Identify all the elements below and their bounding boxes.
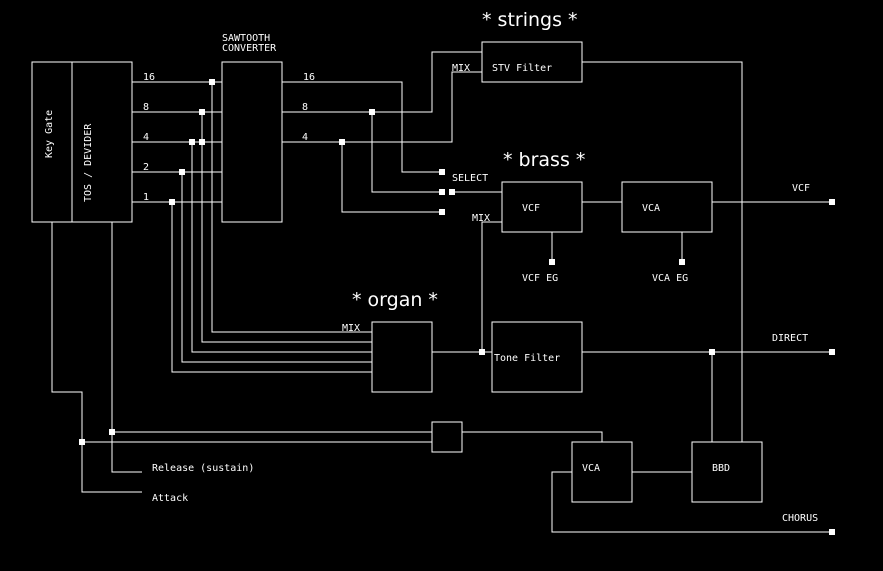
env-to-chorus-vca	[462, 431, 603, 442]
divider-output-2: 2	[143, 162, 149, 173]
organ-feed-2	[181, 172, 372, 363]
divider-output-4: 4	[143, 132, 149, 143]
select-terminal-16[interactable]	[439, 169, 445, 175]
organ-mixer-block	[371, 321, 433, 393]
converter-output-16: 16	[303, 72, 315, 83]
organ-feed-16	[211, 82, 372, 333]
junction-dot	[209, 79, 215, 85]
brass-vcf-block	[501, 181, 583, 233]
conv-4-to-select	[341, 142, 442, 213]
select-terminal-4[interactable]	[439, 209, 445, 215]
brass-vca-label: VCA	[642, 203, 660, 214]
junction-dot	[199, 109, 205, 115]
envelope-switch-block	[431, 421, 463, 453]
attack-label: Attack	[152, 493, 188, 504]
sawtooth-label-1: SAWTOOTH	[222, 33, 270, 44]
direct-output-terminal	[829, 349, 835, 355]
key-gate-divider-block	[31, 61, 133, 223]
vca-eg-terminal	[679, 259, 685, 265]
conv-16-to-select	[282, 81, 442, 173]
converter-output-8: 8	[302, 102, 308, 113]
key-gate-label: Key Gate	[44, 110, 55, 158]
chorus-output-terminal	[829, 529, 835, 535]
vcf-output-label: VCF	[792, 183, 810, 194]
bbd-block	[691, 441, 763, 503]
junction-dot	[479, 349, 485, 355]
section-strings: * strings *	[482, 9, 578, 31]
junction-dot	[709, 349, 715, 355]
brass-vcf-label: VCF	[522, 203, 540, 214]
junction-dot	[179, 169, 185, 175]
section-organ: * organ *	[352, 289, 438, 311]
brass-mix-label: MIX	[472, 213, 490, 224]
divider-output-8: 8	[143, 102, 149, 113]
organ-mix-label: MIX	[342, 323, 360, 334]
vcf-output-terminal	[829, 199, 835, 205]
conv-8-to-select	[371, 112, 442, 193]
vcf-eg-terminal	[549, 259, 555, 265]
select-common-terminal[interactable]	[449, 189, 455, 195]
labels: * strings * * brass * * organ * Key Gate…	[44, 9, 818, 524]
tos-divider-label: TOS / DEVIDER	[83, 123, 94, 202]
vca-eg-label: VCA EG	[652, 273, 688, 284]
organ-feed-4	[191, 142, 372, 353]
conv-8-to-strings	[282, 51, 482, 113]
stv-filter-block	[481, 41, 583, 83]
attack-wire	[51, 222, 142, 493]
select-label: SELECT	[452, 173, 488, 184]
vcf-eg-label: VCF EG	[522, 273, 558, 284]
junction-dot	[79, 439, 85, 445]
organ-feed-1	[171, 202, 372, 373]
junction-dot	[169, 199, 175, 205]
organ-feed-8	[201, 112, 372, 343]
bbd-label: BBD	[712, 463, 730, 474]
sawtooth-label-2: CONVERTER	[222, 43, 277, 54]
sawtooth-converter-block	[221, 61, 283, 223]
junction-dot	[189, 139, 195, 145]
brass-mix-wire	[481, 221, 502, 352]
chorus-output-label: CHORUS	[782, 513, 818, 524]
junctions	[79, 79, 835, 535]
strings-mix-label: MIX	[452, 63, 470, 74]
converter-output-4: 4	[302, 132, 308, 143]
junction-dot	[109, 429, 115, 435]
section-brass: * brass *	[503, 149, 585, 171]
strings-to-bbd	[582, 61, 743, 442]
divider-output-1: 1	[143, 192, 149, 203]
brass-vca-block	[621, 181, 713, 233]
tone-filter-block	[491, 321, 583, 393]
chorus-out-wire	[551, 471, 832, 533]
divider-output-16: 16	[143, 72, 155, 83]
tone-filter-label: Tone Filter	[494, 353, 560, 364]
release-wire	[111, 222, 142, 473]
release-label: Release (sustain)	[152, 463, 254, 474]
blocks	[31, 41, 763, 503]
chorus-vca-label: VCA	[582, 463, 600, 474]
direct-output-label: DIRECT	[772, 333, 808, 344]
junction-dot	[369, 109, 375, 115]
chorus-vca-block	[571, 441, 633, 503]
select-terminal-8[interactable]	[439, 189, 445, 195]
junction-dot	[199, 139, 205, 145]
junction-dot	[339, 139, 345, 145]
conv-4-to-strings-mix	[282, 71, 482, 143]
stv-filter-label: STV Filter	[492, 63, 552, 74]
